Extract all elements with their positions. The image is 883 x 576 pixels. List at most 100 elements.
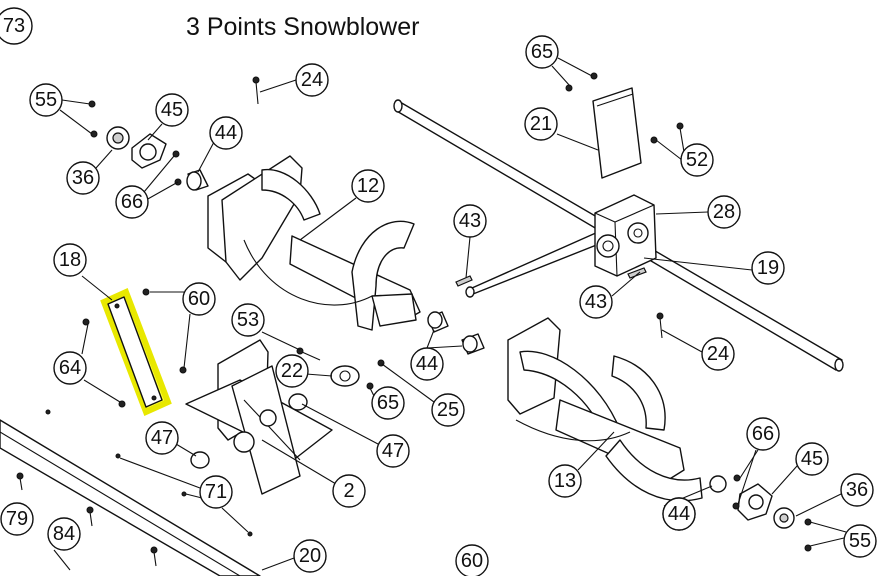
callout-number: 45 bbox=[801, 448, 823, 470]
callout-number: 55 bbox=[35, 89, 57, 111]
leader-line-66-1 bbox=[737, 449, 757, 505]
callout-19: 19 bbox=[751, 251, 785, 285]
leader-line-66-1 bbox=[145, 181, 179, 201]
callout-number: 64 bbox=[59, 357, 81, 379]
callout-circle bbox=[843, 524, 877, 558]
callout-66: 66 bbox=[746, 417, 780, 451]
callout-circle bbox=[455, 544, 489, 576]
leader-line-84-0 bbox=[53, 549, 71, 571]
leader-line-71-2 bbox=[221, 507, 249, 533]
callout-21: 21 bbox=[524, 107, 558, 141]
impeller-part-2 bbox=[185, 339, 333, 495]
callout-circle bbox=[410, 347, 444, 381]
callout-number: 13 bbox=[554, 470, 576, 492]
callout-47: 47 bbox=[145, 421, 179, 455]
callout-number: 18 bbox=[59, 249, 81, 271]
callout-number: 2 bbox=[343, 480, 354, 502]
cross-shaft bbox=[465, 231, 605, 298]
leader-line-45-0 bbox=[147, 123, 163, 141]
leader-line-36-0 bbox=[795, 493, 842, 517]
callout-number: 43 bbox=[459, 210, 481, 232]
leader-line-45-0 bbox=[771, 465, 798, 495]
callout-24: 24 bbox=[295, 63, 329, 97]
callout-circle bbox=[53, 243, 87, 277]
callout-25: 25 bbox=[431, 393, 465, 427]
leader-line-28-0 bbox=[655, 211, 709, 215]
leader-line-24-0 bbox=[259, 79, 297, 93]
callout-circle bbox=[293, 539, 327, 573]
leader-line-22-0 bbox=[305, 373, 333, 377]
bearing-part-36-right bbox=[773, 507, 795, 529]
callout-circle bbox=[707, 195, 741, 229]
callout-circle bbox=[295, 63, 329, 97]
bushing-part-47-a bbox=[288, 393, 308, 411]
callout-circle bbox=[66, 161, 100, 195]
callout-12: 12 bbox=[351, 169, 385, 203]
callout-22: 22 bbox=[275, 354, 309, 388]
callout-circle bbox=[231, 303, 265, 337]
callout-circle bbox=[332, 474, 366, 508]
leader-line-18-0 bbox=[81, 275, 113, 301]
callout-number: 22 bbox=[281, 360, 303, 382]
frame-rail-part-20 bbox=[0, 419, 261, 576]
leader-line-47-0 bbox=[301, 403, 379, 445]
callout-circle bbox=[579, 285, 613, 319]
callout-circle bbox=[0, 7, 33, 45]
callout-circle bbox=[548, 464, 582, 498]
leader-line-53-0 bbox=[261, 331, 301, 351]
leader-line-25-0 bbox=[381, 363, 435, 403]
shear-plate-part-21 bbox=[592, 87, 642, 179]
bushing-part-44-b bbox=[461, 333, 485, 355]
callout-65: 65 bbox=[525, 35, 559, 69]
callout-73: 73 bbox=[0, 7, 33, 45]
callout-24: 24 bbox=[701, 337, 735, 371]
callout-44: 44 bbox=[662, 497, 696, 531]
callout-47: 47 bbox=[376, 434, 410, 468]
leader-line-52-1 bbox=[679, 127, 685, 153]
leader-line-71-1 bbox=[185, 493, 203, 499]
callout-52: 52 bbox=[680, 143, 714, 177]
callout-45: 45 bbox=[795, 442, 829, 476]
callout-circle bbox=[0, 502, 34, 536]
bushing-part-44-top bbox=[186, 169, 209, 191]
callout-number: 36 bbox=[72, 167, 94, 189]
leader-line-65-0 bbox=[369, 387, 375, 397]
callout-circle bbox=[453, 204, 487, 238]
callout-circle bbox=[53, 351, 87, 385]
leader-line-12-0 bbox=[299, 197, 357, 241]
leader-line-71-0 bbox=[119, 457, 201, 489]
callout-circle bbox=[524, 107, 558, 141]
leader-line-36-0 bbox=[95, 149, 113, 169]
hardware-bolts bbox=[16, 72, 812, 567]
callout-number: 60 bbox=[461, 550, 483, 572]
callout-53: 53 bbox=[231, 303, 265, 337]
leader-line-24-0 bbox=[661, 329, 703, 353]
callout-circle bbox=[840, 473, 874, 507]
flange-part-22 bbox=[330, 365, 360, 387]
leader-line-60-1 bbox=[183, 313, 191, 369]
callout-number: 12 bbox=[357, 175, 379, 197]
callout-number: 47 bbox=[382, 440, 404, 462]
callout-circle bbox=[275, 354, 309, 388]
callout-circle bbox=[351, 169, 385, 203]
leader-line-66-0 bbox=[143, 155, 175, 193]
key-part-43-b bbox=[627, 267, 647, 279]
bushing-part-44-right bbox=[709, 475, 727, 493]
highlighted-skid-part-18 bbox=[100, 287, 172, 417]
callout-number: 65 bbox=[531, 41, 553, 63]
leader-line-43-0 bbox=[465, 236, 471, 279]
callout-18: 18 bbox=[53, 243, 87, 277]
callout-circle bbox=[209, 116, 243, 150]
callout-number: 43 bbox=[585, 291, 607, 313]
leader-line-43-0 bbox=[611, 271, 641, 297]
callout-20: 20 bbox=[293, 539, 327, 573]
leader-line-52-0 bbox=[655, 139, 683, 161]
key-part-43-a bbox=[455, 275, 473, 287]
flange-bearing-part-45-left bbox=[131, 133, 167, 169]
callout-number: 84 bbox=[53, 523, 75, 545]
leader-line-47-0 bbox=[175, 443, 197, 457]
leader-line-13-0 bbox=[577, 431, 615, 471]
callout-circle bbox=[680, 143, 714, 177]
